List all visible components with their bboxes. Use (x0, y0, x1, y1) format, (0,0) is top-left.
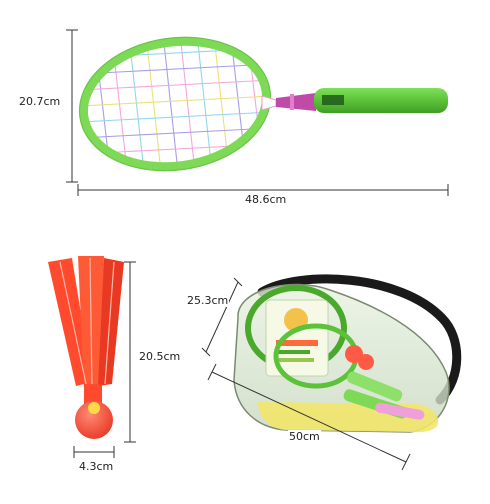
racket-frame (78, 36, 272, 172)
shuttlecock (48, 256, 124, 439)
product-card (265, 299, 329, 377)
carry-bag (233, 274, 462, 433)
racket-height-label: 20.7cm (18, 95, 62, 108)
brand-logo (322, 95, 344, 105)
feather-right (98, 258, 124, 386)
shuttlecock-width-dimension (73, 446, 115, 458)
racket-length-label: 48.6cm (244, 193, 288, 206)
racket-height-dimension (66, 29, 78, 183)
feather-left (48, 258, 92, 386)
racket (78, 33, 448, 173)
shuttlecock-width-label: 4.3cm (78, 460, 115, 473)
racket-handle (314, 88, 448, 113)
bag-length-dimension (207, 363, 411, 471)
shuttlecock-ball (75, 401, 113, 439)
shuttlecock-height-label: 20.5cm (138, 350, 182, 363)
ball-yellow-cap (88, 402, 100, 414)
bag-length-label: 50cm (288, 430, 321, 443)
bag-strap (257, 274, 462, 405)
racket-collar (276, 93, 316, 111)
bag-height-dimension (201, 277, 243, 357)
bag-height-label: 25.3cm (186, 294, 230, 307)
shuttlecock-height-dimension (124, 261, 136, 443)
racket-length-dimension (77, 184, 449, 196)
